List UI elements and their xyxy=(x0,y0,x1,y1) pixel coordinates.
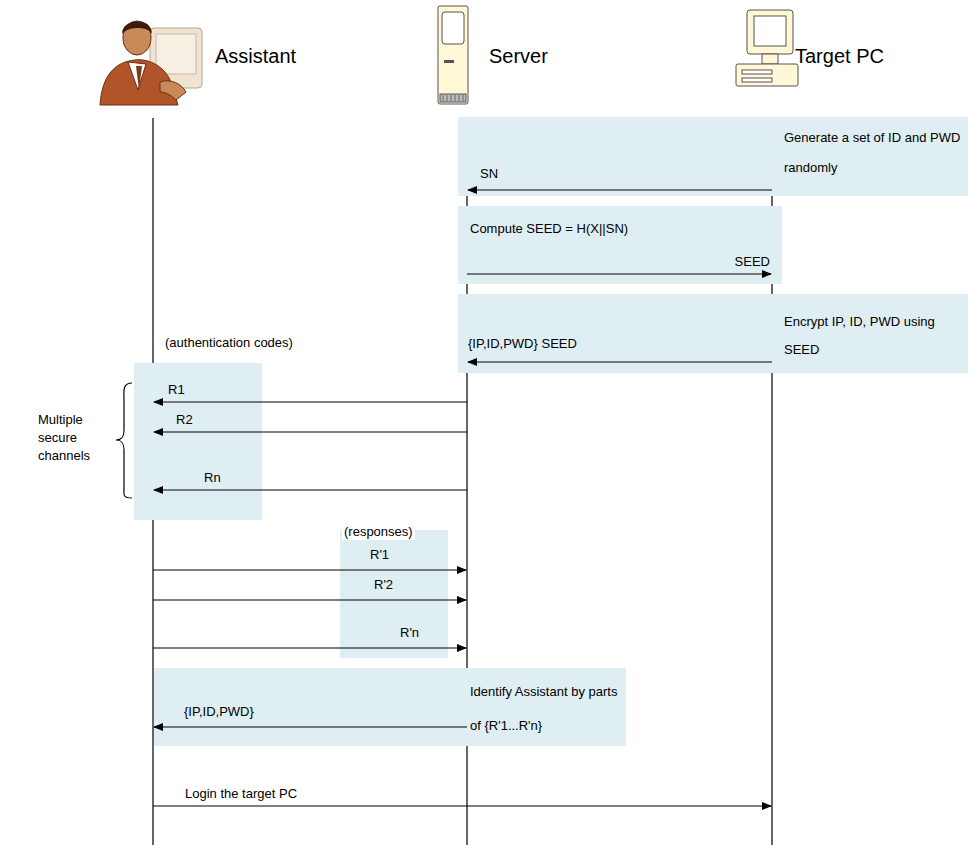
message-label: R'2 xyxy=(374,577,414,593)
message-label-wrap: {IP,ID,PWD} xyxy=(184,704,304,720)
participant: Server xyxy=(484,42,584,72)
message-arrow xyxy=(467,273,771,274)
participant-name-wrap: Target PC xyxy=(795,44,915,68)
message-arrow xyxy=(153,569,466,570)
participant-name: Assistant xyxy=(215,44,335,68)
step-text: Generate a set of ID and PWD randomly xyxy=(784,123,964,183)
step-text-wrap: Identify Assistant by parts of {R'1...R'… xyxy=(470,675,622,743)
note-label: Login the target PC xyxy=(185,786,425,802)
activity-band: R1R2Rn xyxy=(134,363,262,520)
message-label: Rn xyxy=(204,470,244,486)
activity-band: Encrypt IP, ID, PWD using SEED {IP,ID,PWD… xyxy=(458,294,968,373)
step-text-wrap: Compute SEED = H(X||SN) xyxy=(470,221,690,237)
step-text: Encrypt IP, ID, PWD using SEED xyxy=(784,308,960,364)
message-label: R'1 xyxy=(370,547,410,563)
message-arrow xyxy=(153,599,466,600)
message-label-wrap: R'2 xyxy=(374,577,414,593)
person-icon xyxy=(100,21,202,105)
message-label: R'n xyxy=(400,625,440,641)
message-arrow xyxy=(154,489,467,490)
message-label: {IP,ID,PWD} xyxy=(184,704,304,720)
note-label-wrap: (authentication codes) xyxy=(165,335,365,351)
pc-icon xyxy=(736,10,798,86)
message-label: R1 xyxy=(168,382,208,398)
step-text-wrap: Generate a set of ID and PWD randomly xyxy=(784,123,964,183)
message-label: (responses) xyxy=(342,524,415,540)
participant-name-wrap: Server xyxy=(489,44,579,68)
message-label-wrap: SN xyxy=(480,166,540,182)
message-label-wrap: R1 xyxy=(168,382,208,398)
step-text-wrap: Encrypt IP, ID, PWD using SEED xyxy=(784,308,960,364)
brace xyxy=(116,383,132,498)
message-arrow xyxy=(468,361,772,362)
message-label-wrap: {IP,ID,PWD} SEED xyxy=(468,336,618,352)
message-label: R2 xyxy=(176,412,216,428)
participant-name: Target PC xyxy=(795,44,915,68)
step-text: Identify Assistant by parts of {R'1...R'… xyxy=(470,675,622,743)
note-label-wrap: Login the target PC xyxy=(185,786,425,802)
participant: Assistant xyxy=(210,42,340,72)
message-label: SEED xyxy=(686,254,770,270)
activity-band: Identify Assistant by parts of {R'1...R'… xyxy=(154,668,626,746)
message-arrow xyxy=(153,647,466,648)
message-label: {IP,ID,PWD} SEED xyxy=(468,336,618,352)
message-label-wrap: R2 xyxy=(176,412,216,428)
message-label-wrap: SEED xyxy=(686,254,770,270)
message-label: SN xyxy=(480,166,540,182)
activity-band: Compute SEED = H(X||SN) SEED xyxy=(458,206,782,284)
activity-band: Generate a set of ID and PWD randomlySN xyxy=(458,117,968,196)
message-label-wrap: R'1 xyxy=(370,547,410,563)
message-arrow xyxy=(154,726,467,727)
participant-name: Server xyxy=(489,44,579,68)
participant: Target PC xyxy=(790,42,920,72)
message-label-wrap: R'n xyxy=(400,625,440,641)
message-arrow xyxy=(153,805,771,806)
message-arrow xyxy=(154,401,467,402)
participant-name-wrap: Assistant xyxy=(215,44,335,68)
message-arrow xyxy=(154,431,467,432)
note-label: Multiple secure channels xyxy=(38,411,124,465)
server-icon xyxy=(438,6,468,104)
note-label-wrap: Multiple secure channels xyxy=(38,411,124,465)
message-label-wrap: Rn xyxy=(204,470,244,486)
message-label-wrap: (responses) xyxy=(342,522,442,540)
step-text: Compute SEED = H(X||SN) xyxy=(470,221,690,237)
activity-band: (responses)R'1R'2R'n xyxy=(340,530,448,658)
message-arrow xyxy=(468,189,772,190)
note-label: (authentication codes) xyxy=(165,335,365,351)
